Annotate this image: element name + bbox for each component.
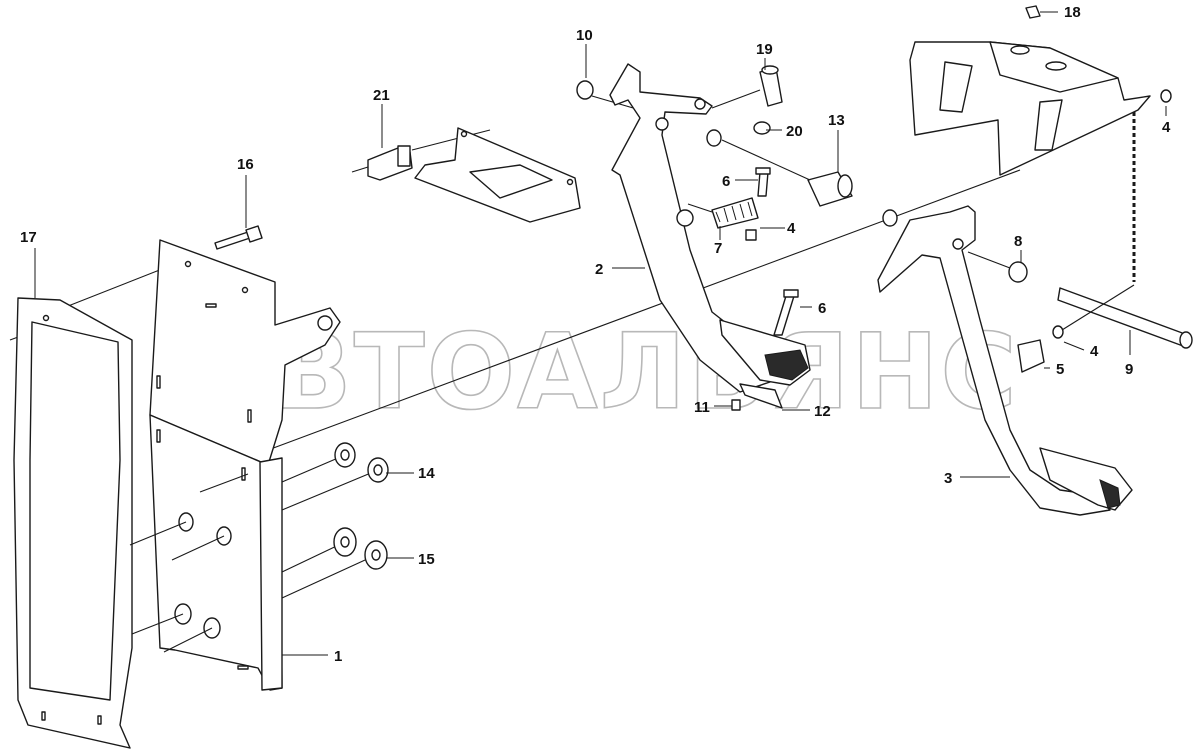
pedal-housing-bracket: [909, 41, 1151, 176]
part-6-bolt-upper: [755, 167, 771, 197]
callout-5: 5: [1056, 361, 1064, 378]
callout-21: 21: [373, 87, 390, 104]
callout-7: 7: [714, 240, 722, 257]
part-16-bolt: [214, 225, 263, 250]
part-18-nut: [1025, 5, 1041, 19]
callout-11: 11: [694, 399, 710, 416]
part-6-bolt-lower: [773, 289, 799, 336]
callout-4-lower: 4: [1090, 343, 1099, 360]
part-17-gasket-frame: [13, 297, 133, 749]
washer-leader-lines: [281, 454, 379, 599]
callout-9: 9: [1125, 361, 1133, 378]
part-4-nut-upper: [745, 229, 757, 241]
part-20-nut: [753, 121, 771, 135]
callout-14: 14: [418, 465, 435, 482]
part-8-bushing: [967, 251, 1028, 283]
callout-19: 19: [756, 41, 773, 58]
part-14-washers: [334, 442, 389, 483]
part-2-pedal: [609, 63, 811, 393]
part-4-nut-right: [1160, 89, 1172, 103]
callout-20: 20: [786, 123, 803, 140]
part-7-spring: [687, 197, 759, 229]
part-1-mounting-bracket: [149, 239, 341, 691]
callout-6-upper: 6: [722, 173, 730, 190]
callout-12: 12: [814, 403, 831, 420]
switch-mounting-plate: [414, 127, 581, 223]
part-15-washers: [333, 527, 388, 570]
callout-6-lower: 6: [818, 300, 826, 317]
part-3-pedal: [877, 205, 1133, 516]
callout-13: 13: [828, 112, 845, 129]
callout-18: 18: [1064, 4, 1081, 21]
callout-leaders: [34, 11, 1167, 656]
callout-3: 3: [944, 470, 952, 487]
part-21-switch: [351, 129, 491, 181]
callout-17: 17: [20, 229, 37, 246]
callout-10: 10: [576, 27, 593, 44]
part-12-clip: [739, 383, 783, 409]
callout-4-upper: 4: [787, 220, 796, 237]
part-13-spacer-tube: [706, 129, 898, 227]
callout-2: 2: [595, 261, 603, 278]
callout-16: 16: [237, 156, 254, 173]
part-4-nut-lower: [1052, 284, 1135, 339]
part-9-shaft: [1057, 287, 1193, 349]
part-11-nut: [731, 399, 741, 411]
callout-4-right: 4: [1162, 119, 1171, 136]
callout-1: 1: [334, 648, 342, 665]
callout-8: 8: [1014, 233, 1022, 250]
part-19-switch: [711, 65, 783, 109]
hole-leader-lines: [129, 473, 249, 653]
callout-15: 15: [418, 551, 435, 568]
